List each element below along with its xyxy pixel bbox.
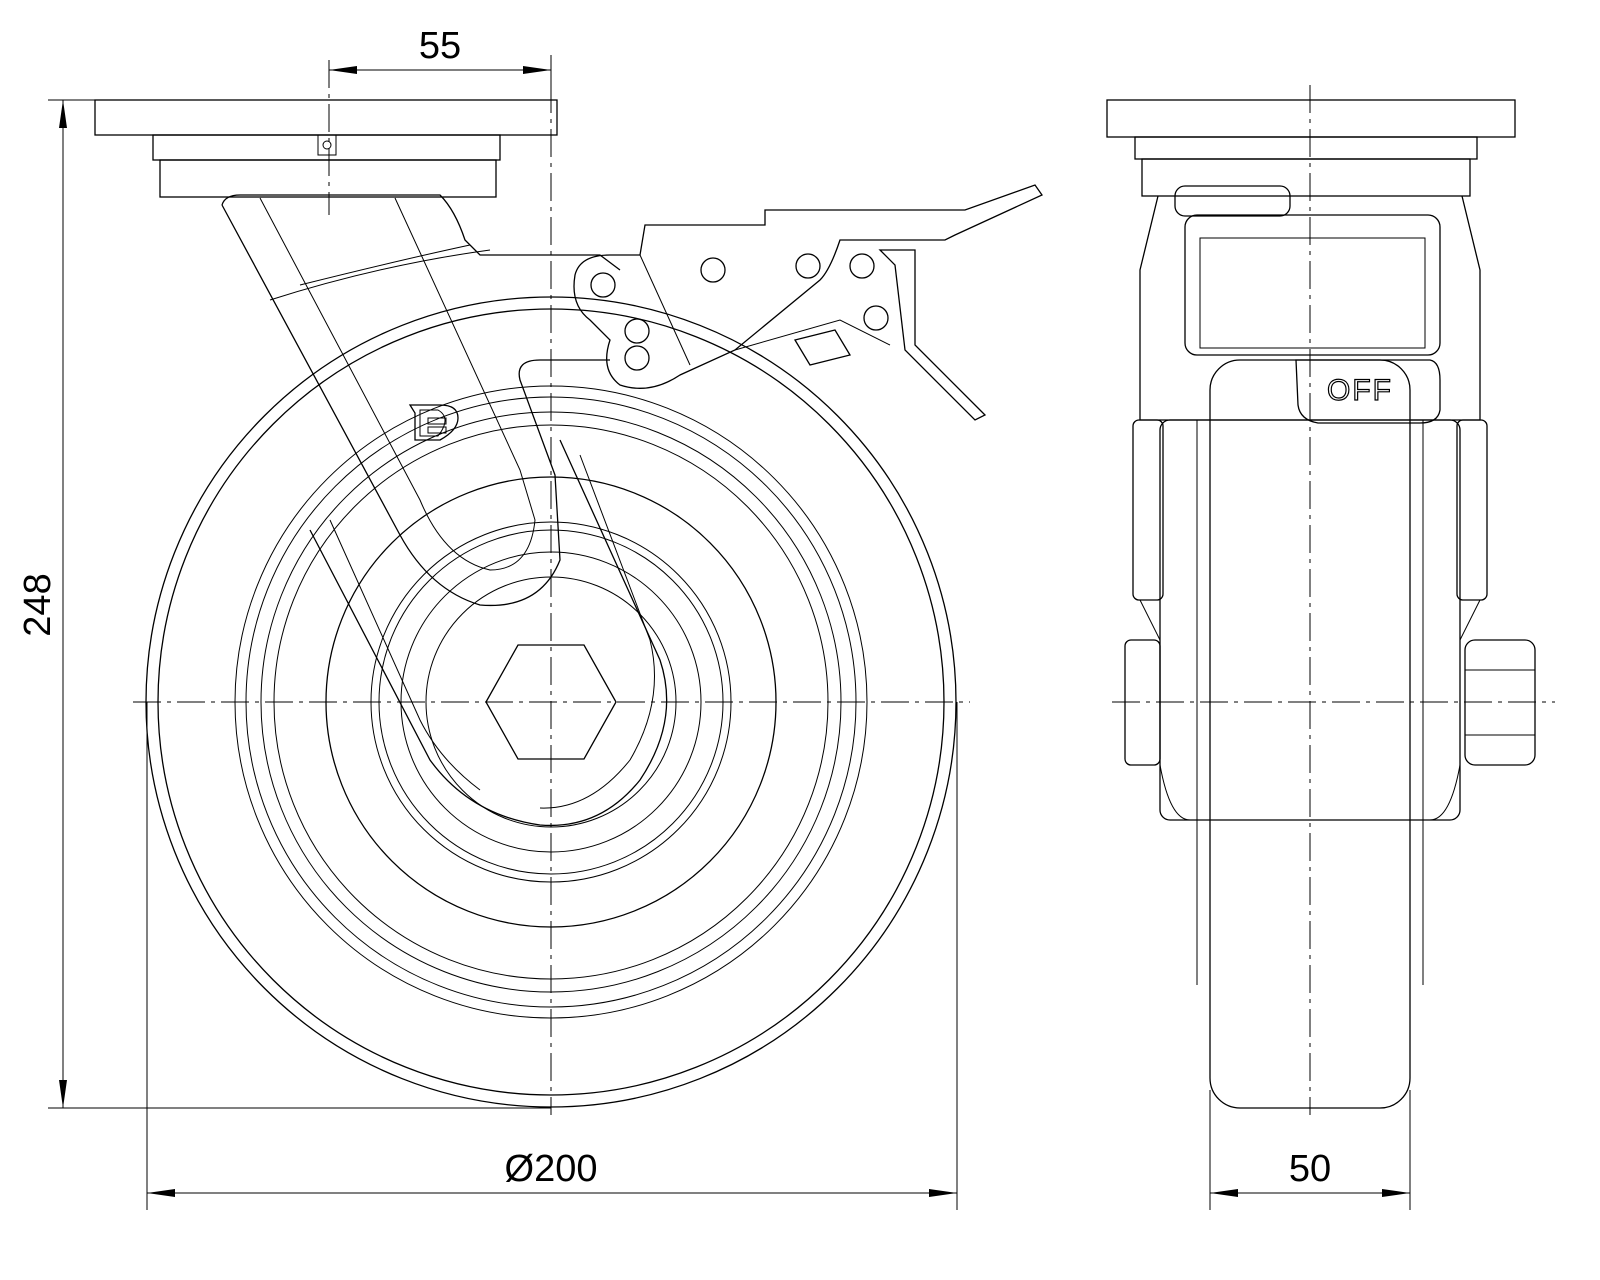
top-plate (94, 99, 558, 198)
brake-off-label: OFF (1327, 374, 1393, 407)
dimension-offset: 55 (329, 25, 552, 100)
brake-pedal-side (1184, 214, 1441, 356)
width-dimension-label: 50 (1289, 1148, 1331, 1190)
side-top-plate (1106, 99, 1516, 138)
front-view (94, 60, 1043, 1115)
height-dimension-label: 248 (17, 573, 59, 636)
side-view: OFF (1106, 85, 1555, 1115)
fork-leg (221, 194, 668, 827)
axle-hex-nut (485, 644, 617, 760)
dimension-height: 248 (17, 99, 551, 1109)
dimension-diameter: Ø200 (146, 702, 958, 1210)
brand-logo (408, 404, 459, 441)
diameter-dimension-label: Ø200 (505, 1148, 598, 1190)
offset-dimension-label: 55 (419, 25, 461, 67)
dimension-width: 50 (1209, 1090, 1411, 1210)
brake-assembly (573, 184, 1043, 421)
